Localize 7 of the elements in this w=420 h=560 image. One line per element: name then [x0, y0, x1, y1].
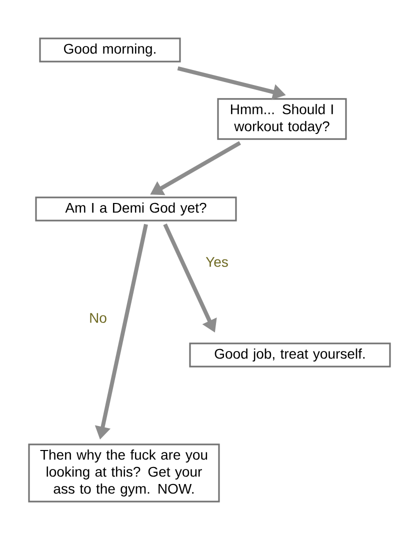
process-box: Am I a Demi God yet?: [35, 196, 237, 222]
process-box: Hmm... Should I workout today?: [217, 98, 347, 140]
process-box: Then why the fuck are you looking at this? Get your ass to the gym. NOW.: [28, 444, 220, 502]
edge-label: Yes: [204, 256, 230, 268]
process-box: Good job, treat yourself.: [189, 342, 391, 368]
process-box: Good morning.: [39, 38, 181, 62]
edge-label: No: [88, 312, 108, 324]
